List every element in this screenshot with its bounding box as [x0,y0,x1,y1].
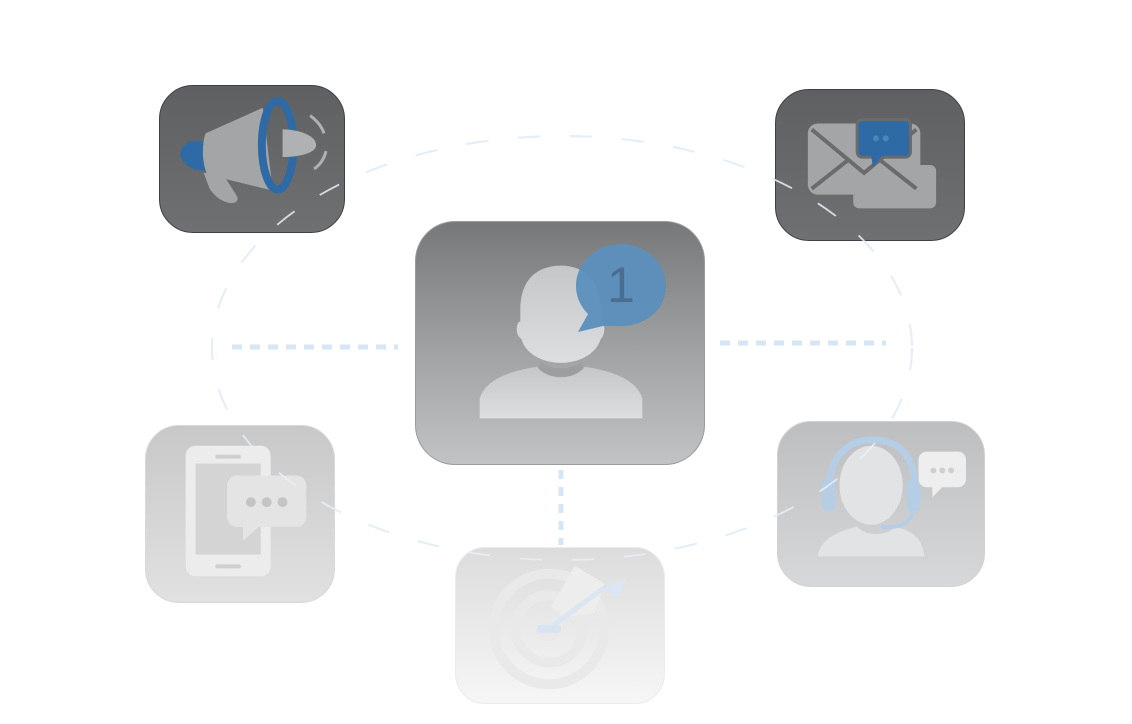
mobile-chat-tile[interactable] [145,425,335,603]
headset-support-icon [817,436,966,557]
notification-count: 1 [607,257,635,313]
mobile-chat-icon [185,445,307,577]
support-tile[interactable] [777,421,985,587]
email-tile[interactable] [775,89,965,241]
megaphone-tile[interactable] [159,85,345,233]
megaphone-icon [180,96,328,204]
center-user-tile[interactable] [415,221,705,465]
user-notification-icon [479,265,643,419]
email-chat-icon [807,118,937,209]
target-arrow-icon [488,565,627,690]
target-tile[interactable] [455,547,665,704]
